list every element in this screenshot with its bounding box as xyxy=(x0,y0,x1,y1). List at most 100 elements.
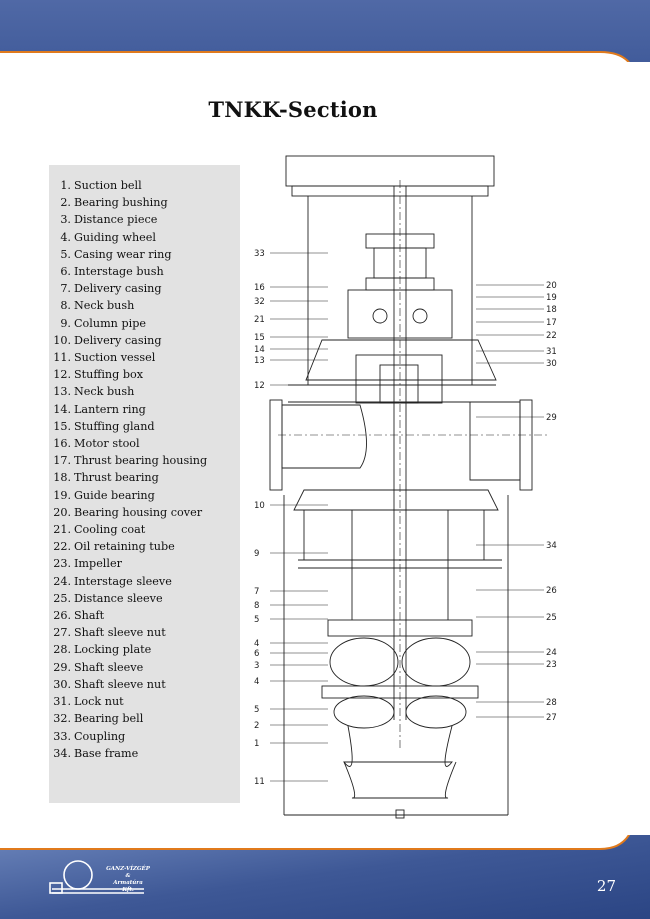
part-name: Thrust bearing housing xyxy=(74,454,208,468)
callout-label: 29 xyxy=(546,413,557,423)
part-name: Thrust bearing xyxy=(74,471,159,485)
callout-label: 3 xyxy=(254,661,259,671)
part-number: 16. xyxy=(53,437,71,451)
parts-list-item: 5.Casing wear ring xyxy=(49,246,240,263)
callout-label: 2 xyxy=(254,721,259,731)
part-number: 14. xyxy=(53,402,71,416)
header-band xyxy=(0,0,650,62)
part-number: 31. xyxy=(53,695,71,709)
callout-label: 23 xyxy=(546,660,557,670)
parts-list-item: 16.Motor stool xyxy=(49,435,240,452)
part-number: 3. xyxy=(60,213,71,227)
parts-list-item: 12.Stuffing box xyxy=(49,366,240,383)
callout-label: 1 xyxy=(254,739,259,749)
callout-label: 22 xyxy=(546,331,557,341)
part-name: Shaft xyxy=(74,609,105,623)
part-name: Guiding wheel xyxy=(74,230,156,244)
callout-label: 4 xyxy=(254,677,259,687)
part-number: 1. xyxy=(60,179,71,192)
parts-list-item: 32.Bearing bell xyxy=(49,710,240,727)
part-number: 20. xyxy=(53,505,71,519)
part-number: 24. xyxy=(53,574,71,588)
part-number: 25. xyxy=(53,591,71,605)
part-name: Base frame xyxy=(74,746,139,760)
part-number: 22. xyxy=(53,540,71,554)
part-name: Coupling xyxy=(74,729,126,743)
part-name: Lantern ring xyxy=(74,402,146,416)
part-name: Shaft sleeve xyxy=(74,660,144,674)
parts-list-item: 18.Thrust bearing xyxy=(49,469,240,486)
callout-label: 20 xyxy=(546,281,557,291)
part-name: Interstage bush xyxy=(74,265,164,279)
callout-label: 17 xyxy=(546,318,557,328)
part-name: Stuffing box xyxy=(74,368,144,382)
callout-label: 19 xyxy=(546,293,557,303)
footer-band xyxy=(0,835,650,919)
part-name: Casing wear ring xyxy=(74,247,172,261)
callout-label: 30 xyxy=(546,359,557,369)
parts-list-item: 10.Delivery casing xyxy=(49,332,240,349)
part-name: Shaft sleeve nut xyxy=(74,626,166,640)
part-name: Interstage sleeve xyxy=(74,574,172,588)
part-number: 32. xyxy=(53,712,71,726)
part-number: 34. xyxy=(53,746,71,760)
callout-label: 8 xyxy=(254,601,259,611)
part-number: 13. xyxy=(53,385,71,399)
part-number: 27. xyxy=(53,626,71,640)
parts-list-item: 14.Lantern ring xyxy=(49,401,240,418)
callout-label: 14 xyxy=(254,345,265,355)
callout-label: 5 xyxy=(254,615,259,625)
callout-label: 5 xyxy=(254,705,259,715)
part-name: Suction bell xyxy=(74,179,142,192)
part-number: 4. xyxy=(60,230,71,244)
parts-list-item: 25.Distance sleeve xyxy=(49,590,240,607)
parts-list-item: 29.Shaft sleeve xyxy=(49,659,240,676)
part-name: Impeller xyxy=(74,557,122,571)
part-name: Neck bush xyxy=(74,385,135,399)
part-number: 8. xyxy=(60,299,71,313)
part-number: 26. xyxy=(53,609,71,623)
part-name: Locking plate xyxy=(74,643,152,657)
part-number: 12. xyxy=(53,368,71,382)
part-number: 15. xyxy=(53,419,71,433)
parts-list-item: 26.Shaft xyxy=(49,607,240,624)
callout-label: 7 xyxy=(254,587,259,597)
parts-list-item: 30.Shaft sleeve nut xyxy=(49,676,240,693)
part-number: 29. xyxy=(53,660,71,674)
part-number: 17. xyxy=(53,454,71,468)
callout-label: 32 xyxy=(254,297,265,307)
part-name: Guide bearing xyxy=(74,488,155,502)
parts-list-item: 9.Column pipe xyxy=(49,315,240,332)
part-number: 10. xyxy=(53,333,71,347)
callout-label: 25 xyxy=(546,613,557,623)
callout-label: 12 xyxy=(254,381,265,391)
part-name: Neck bush xyxy=(74,299,135,313)
part-name: Cooling coat xyxy=(74,523,146,537)
part-name: Column pipe xyxy=(74,316,146,330)
part-name: Stuffing gland xyxy=(74,419,155,433)
callout-label: 28 xyxy=(546,698,557,708)
parts-list-item: 13.Neck bush xyxy=(49,383,240,400)
part-number: 5. xyxy=(60,247,71,261)
parts-list-item: 17.Thrust bearing housing xyxy=(49,452,240,469)
part-number: 21. xyxy=(53,523,71,537)
part-number: 28. xyxy=(53,643,71,657)
parts-list-item: 19.Guide bearing xyxy=(49,487,240,504)
parts-list-item: 4.Guiding wheel xyxy=(49,229,240,246)
logo-line-3: Armatúra xyxy=(113,880,143,886)
parts-list-item: 3.Distance piece xyxy=(49,211,240,228)
parts-list-item: 1.Suction bell xyxy=(49,177,240,194)
callout-label: 24 xyxy=(546,648,557,658)
logo-line-2: & xyxy=(125,873,131,879)
parts-list-item: 23.Impeller xyxy=(49,555,240,572)
parts-list-item: 33.Coupling xyxy=(49,728,240,745)
part-number: 11. xyxy=(53,351,71,365)
page-number: 27 xyxy=(596,877,616,895)
callout-label: 4 xyxy=(254,639,259,649)
parts-list-item: 34.Base frame xyxy=(49,745,240,762)
callout-label: 16 xyxy=(254,283,265,293)
parts-list-item: 21.Cooling coat xyxy=(49,521,240,538)
